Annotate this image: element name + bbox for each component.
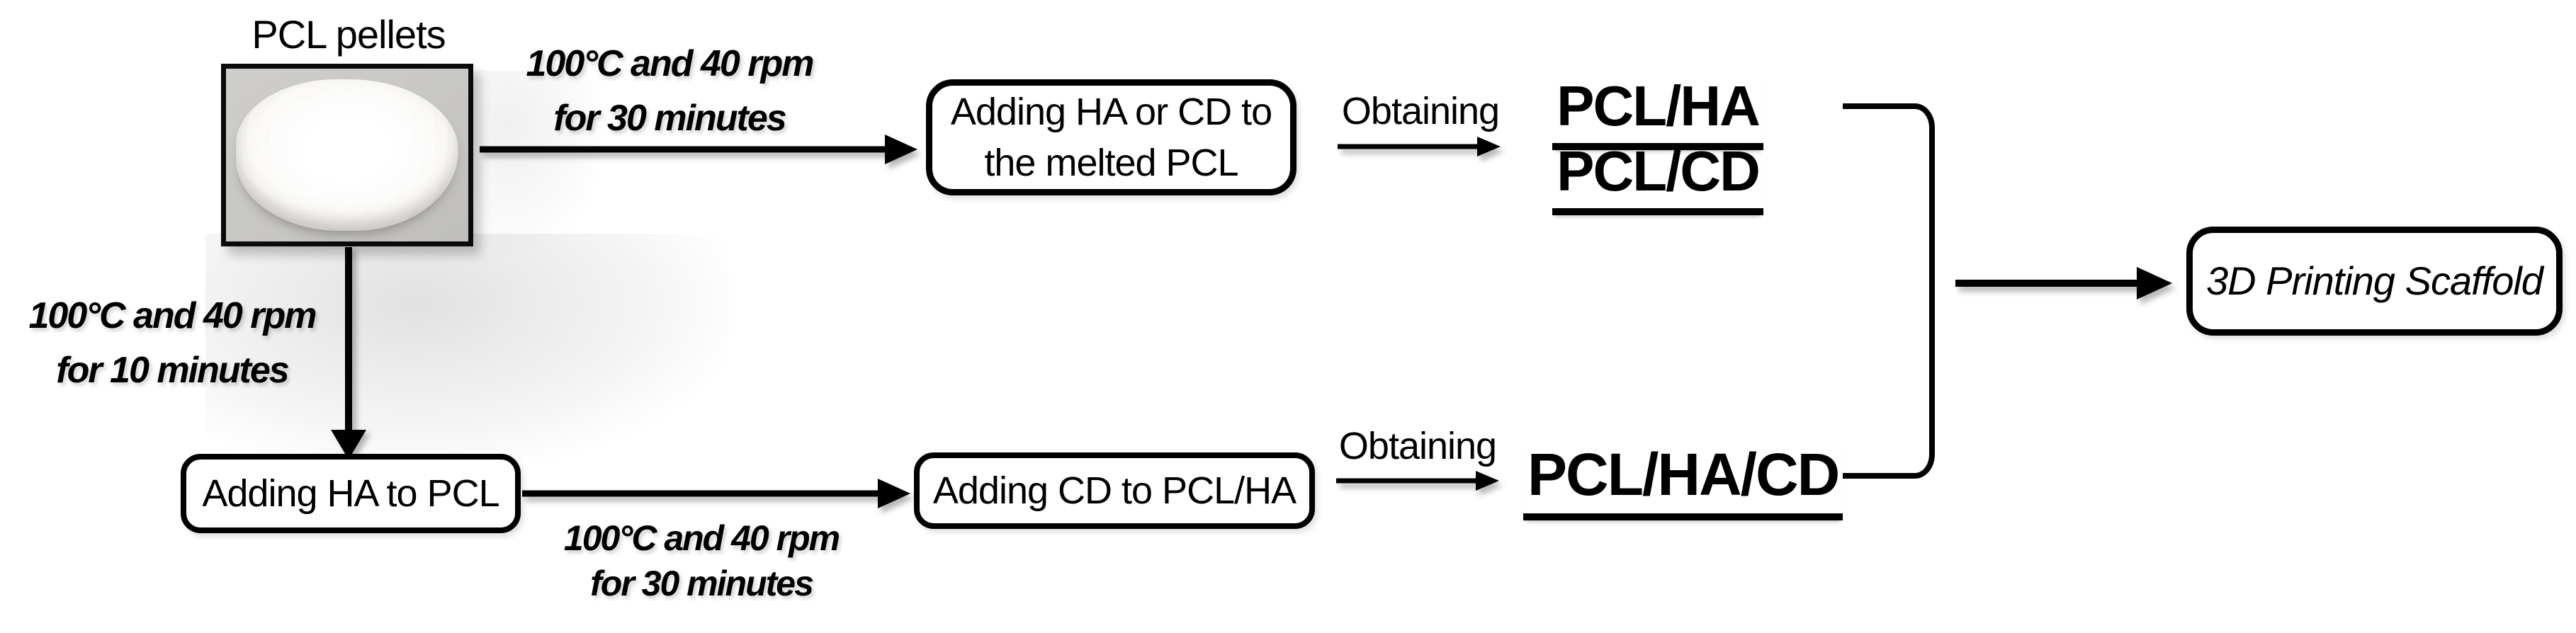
arrow-to-scaffold — [1955, 266, 2172, 300]
arrow-shaft — [345, 247, 352, 435]
product-pcl-cd: PCL/CD — [1530, 139, 1785, 215]
arrow-obtaining-top — [1338, 135, 1501, 158]
condition-left-line1: 100°C and 40 rpm — [28, 295, 317, 336]
arrow-shaft — [480, 146, 896, 153]
condition-bottom-line1: 100°C and 40 rpm — [563, 518, 840, 558]
box-melt-line1: Adding HA or CD to — [950, 91, 1272, 133]
pellets-label: PCL pellets — [252, 12, 446, 57]
obtaining-bottom-label: Obtaining — [1338, 425, 1497, 467]
arrow-shaft — [1336, 478, 1484, 484]
arrow-shaft — [1955, 280, 2150, 287]
condition-top: 100°C and 40 rpm for 30 minutes — [457, 37, 882, 146]
arrow-pellets-to-add-ha — [330, 247, 367, 460]
box-adding-cd: Adding CD to PCL/HA — [914, 452, 1315, 529]
product-pcl-ha: PCL/HA — [1530, 74, 1785, 150]
pellets-photo — [221, 64, 473, 246]
bracket — [1843, 103, 1935, 479]
obtaining-top-label: Obtaining — [1341, 90, 1500, 132]
box-adding-ha: Adding HA to PCL — [181, 454, 521, 533]
arrow-head-icon — [1477, 137, 1501, 156]
product-pcl-ha-cd: PCL/HA/CD — [1523, 440, 1843, 520]
condition-top-line2: for 30 minutes — [553, 98, 786, 139]
arrow-shaft — [522, 490, 889, 497]
arrow-head-icon — [2137, 267, 2172, 300]
arrow-obtaining-bottom — [1336, 469, 1499, 492]
arrow-shaft — [1338, 144, 1485, 149]
condition-bottom-line2: for 30 minutes — [590, 564, 814, 603]
condition-left: 100°C and 40 rpm for 10 minutes — [6, 289, 339, 398]
box-melt-line2: the melted PCL — [984, 142, 1238, 184]
pellet-pile-image — [235, 79, 459, 232]
arrow-head-icon — [878, 479, 910, 508]
box-3d-printing-scaffold: 3D Printing Scaffold — [2186, 227, 2563, 336]
arrow-pellets-to-melt — [480, 134, 917, 165]
arrow-head-icon — [885, 135, 917, 164]
arrow-head-icon — [1476, 471, 1499, 491]
box-adding-ha-or-cd: Adding HA or CD to the melted PCL — [926, 79, 1297, 195]
condition-top-line1: 100°C and 40 rpm — [526, 43, 815, 84]
condition-bottom: 100°C and 40 rpm for 30 minutes — [489, 515, 914, 606]
arrow-add-ha-to-add-cd — [522, 478, 910, 509]
condition-left-line2: for 10 minutes — [56, 350, 289, 391]
